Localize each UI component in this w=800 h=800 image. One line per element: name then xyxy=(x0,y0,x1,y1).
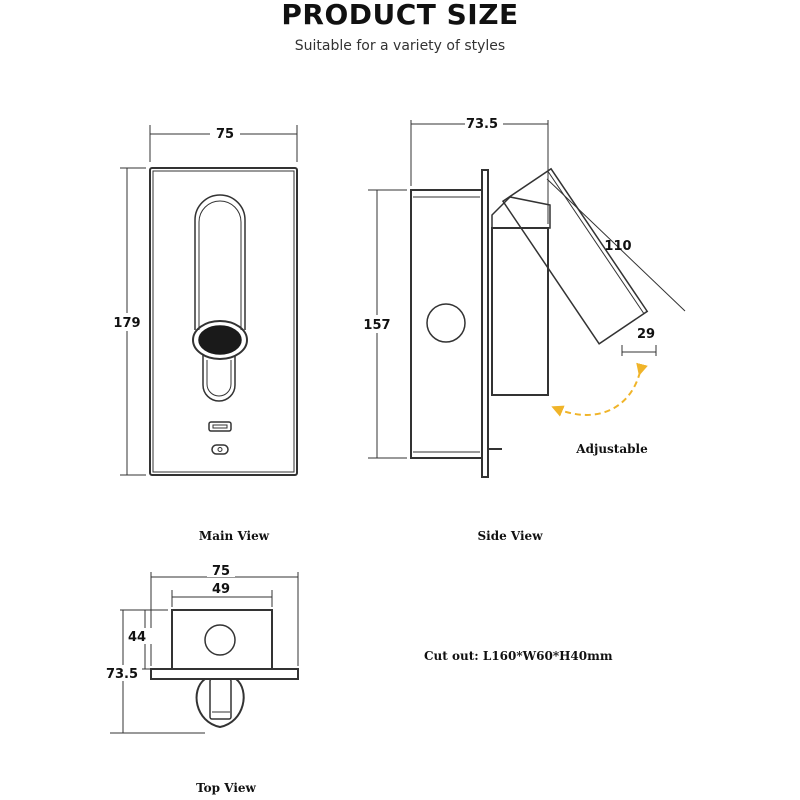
top-box-depth-label: 44 xyxy=(128,630,146,645)
main-width-label: 75 xyxy=(216,127,234,142)
adjustable-label: Adjustable xyxy=(575,442,648,456)
main-view xyxy=(149,167,298,476)
cutout-text: Cut out: L160*W60*H40mm xyxy=(424,649,613,663)
usb-port-inner xyxy=(212,424,228,429)
main-view-caption: Main View xyxy=(199,529,270,543)
side-view-caption: Side View xyxy=(477,529,543,543)
top-dimensions xyxy=(110,572,299,734)
side-lamp-body xyxy=(491,227,549,396)
side-back-box xyxy=(410,189,483,459)
top-lamp-neck xyxy=(209,678,232,720)
main-lamp-arm-inner xyxy=(198,200,242,330)
top-button xyxy=(204,624,236,656)
side-lamp-arm xyxy=(501,167,649,345)
side-view xyxy=(410,167,649,478)
side-lamp-pivot xyxy=(491,196,551,229)
side-head-width-label: 29 xyxy=(637,327,655,342)
main-lamp-head xyxy=(198,325,242,355)
side-depth-label: 73.5 xyxy=(466,117,498,132)
top-view xyxy=(150,609,299,729)
main-dimensions xyxy=(120,125,298,476)
main-lamp-head-outer xyxy=(192,320,248,360)
page-title: PRODUCT SIZE xyxy=(281,0,519,31)
top-inner-width-label: 49 xyxy=(212,582,230,597)
top-lamp-head xyxy=(195,678,245,729)
top-total-depth-label: 73.5 xyxy=(106,667,138,682)
side-height-label: 157 xyxy=(363,318,390,333)
top-outer-width-label: 75 xyxy=(212,564,230,579)
main-lamp-loop xyxy=(202,355,236,402)
main-plate-inner xyxy=(152,170,295,473)
main-lamp-loop-inner xyxy=(206,360,232,397)
top-view-caption: Top View xyxy=(196,781,256,795)
page-subtitle: Suitable for a variety of styles xyxy=(294,38,506,54)
switch-dot xyxy=(217,447,223,452)
adjust-arrow xyxy=(551,362,648,417)
top-faceplate xyxy=(150,668,299,680)
side-arm-length-label: 110 xyxy=(604,239,631,254)
top-box xyxy=(171,609,273,670)
main-plate-outer xyxy=(149,167,298,476)
side-button xyxy=(426,303,466,343)
main-height-label: 179 xyxy=(113,316,140,331)
main-lamp-arm xyxy=(194,194,246,330)
side-dimensions xyxy=(368,120,686,459)
side-faceplate xyxy=(481,169,489,478)
switch-button xyxy=(211,444,229,455)
usb-port xyxy=(208,421,232,432)
